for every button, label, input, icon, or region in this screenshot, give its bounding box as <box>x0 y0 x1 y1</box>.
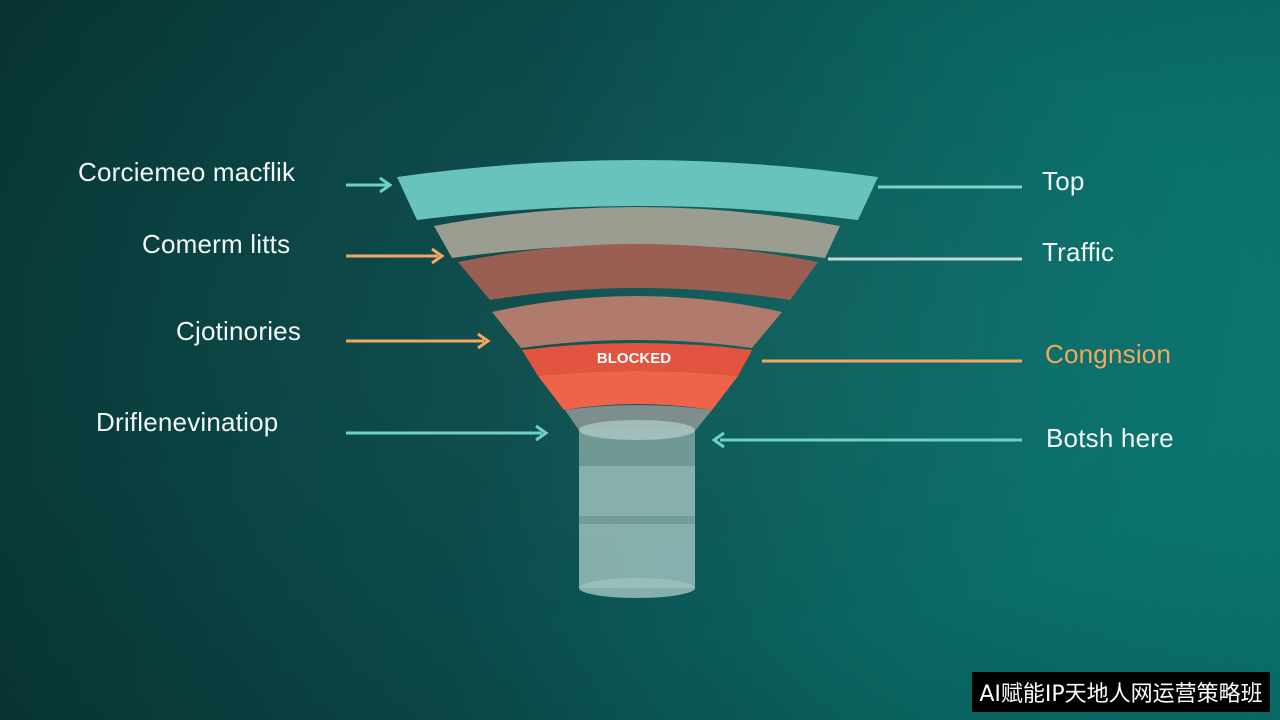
right-arrow-4 <box>711 431 1022 449</box>
left-arrow-4 <box>346 424 549 442</box>
left-label-2: Comerm litts <box>142 229 291 259</box>
blocked-label: BLOCKED <box>597 350 671 367</box>
funnel-band-4 <box>492 296 782 348</box>
funnel-band-6 <box>538 371 738 410</box>
funnel-spout <box>579 420 695 598</box>
funnel-band-2 <box>434 207 840 258</box>
right-label-congestion: Congnsion <box>1045 339 1172 369</box>
left-arrow-1 <box>346 176 393 194</box>
right-label-top: Top <box>1042 166 1085 196</box>
left-label-3: Cjotinories <box>176 316 302 346</box>
right-label-bottleneck: Botsh here <box>1046 423 1174 453</box>
left-label-1: Corciemeo macflik <box>78 157 296 187</box>
funnel-band-3 <box>458 244 818 300</box>
left-arrow-3 <box>346 332 491 350</box>
funnel-blocked-band <box>522 343 752 376</box>
funnel-top-band <box>397 160 878 220</box>
left-label-4: Driflenevinatiop <box>96 407 279 437</box>
watermark-banner: AI赋能IP天地人网运营策略班 <box>972 672 1270 712</box>
right-label-traffic: Traffic <box>1042 237 1115 267</box>
left-arrow-2 <box>346 247 445 265</box>
